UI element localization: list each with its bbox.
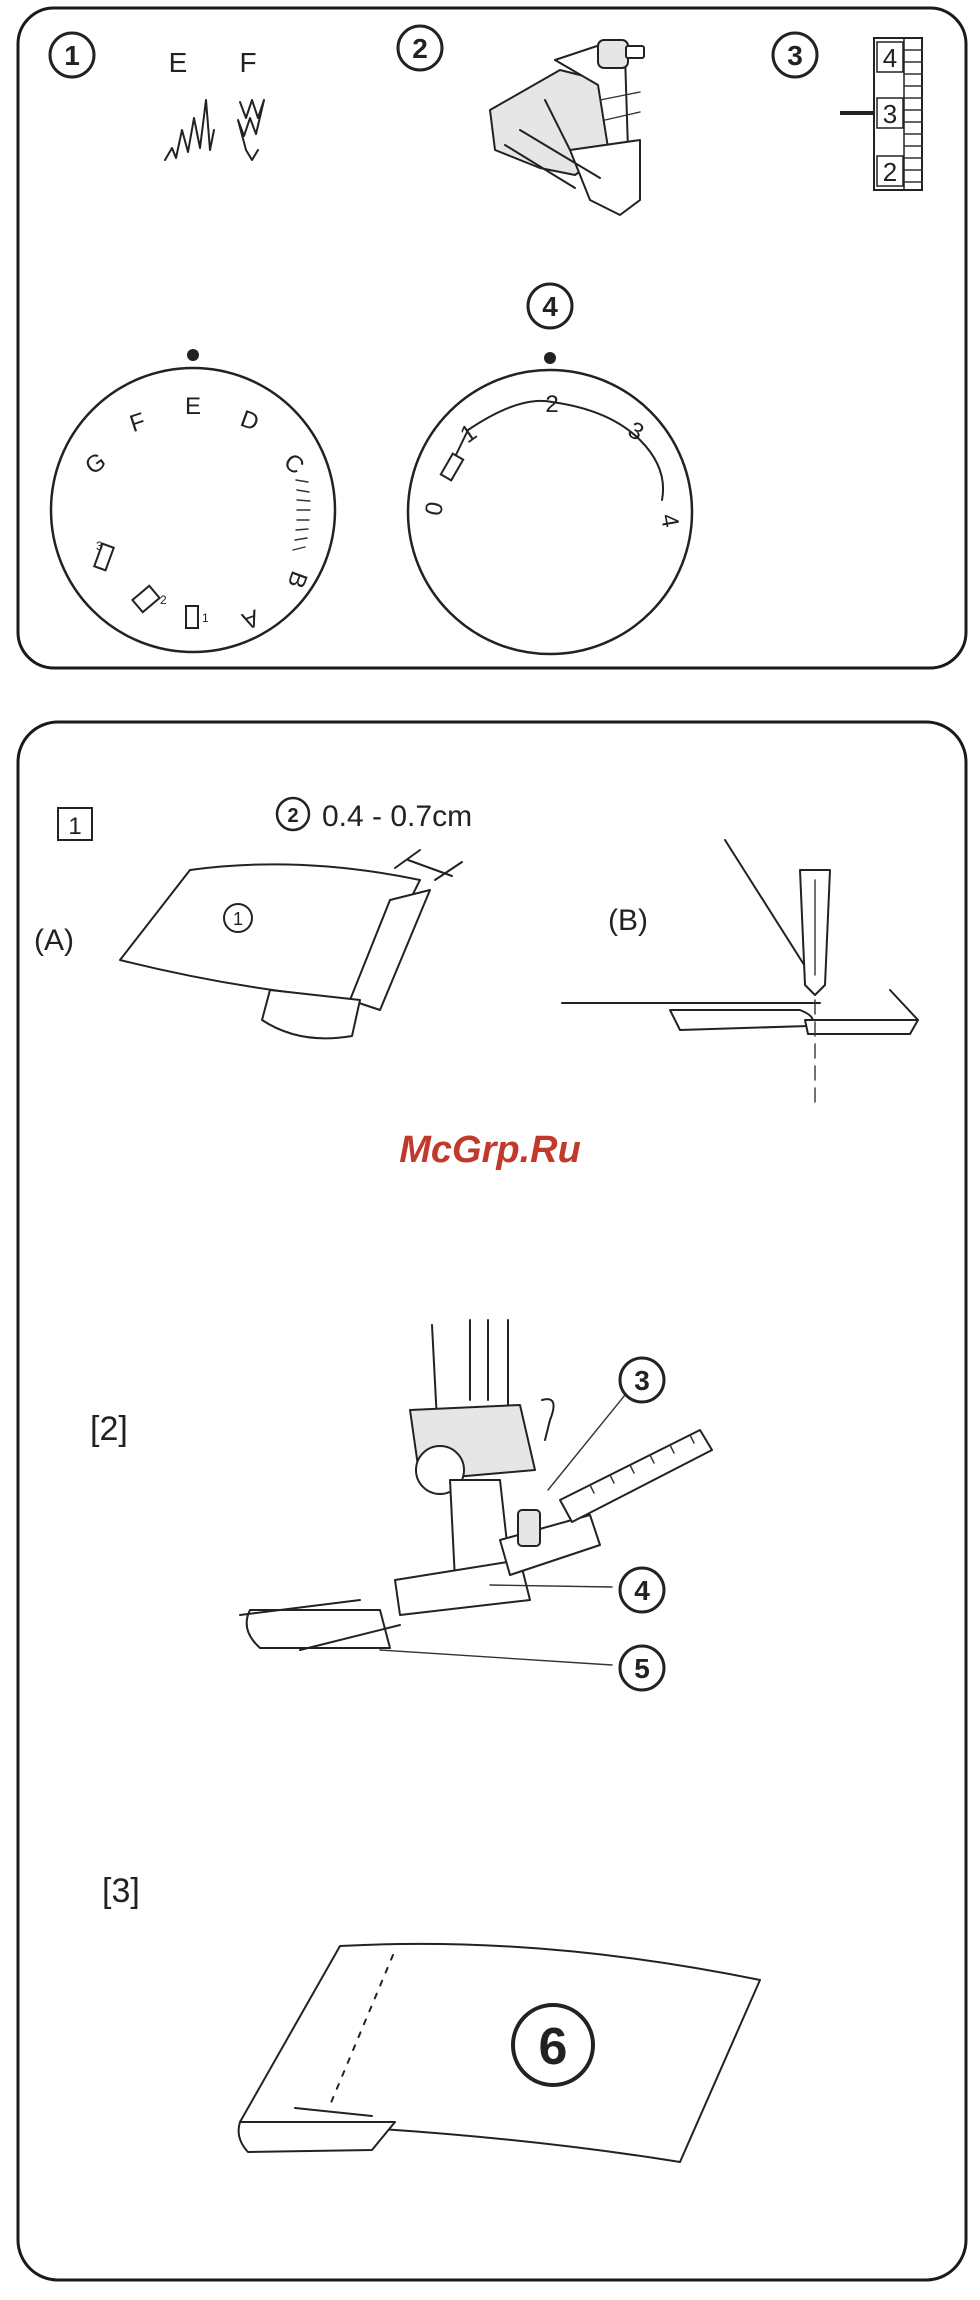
svg-text:1: 1: [202, 611, 209, 625]
label-a: (A): [34, 924, 74, 957]
svg-text:2: 2: [883, 157, 897, 187]
svg-text:0.4 - 0.7cm: 0.4 - 0.7cm: [322, 800, 472, 833]
svg-text:1: 1: [233, 909, 243, 929]
svg-text:2: 2: [287, 805, 298, 827]
dial-number-2: 2: [545, 391, 558, 418]
svg-text:4: 4: [883, 43, 897, 73]
svg-text:2: 2: [160, 593, 167, 607]
dial-indicator-dot: [544, 352, 556, 364]
svg-text:3: 3: [634, 1365, 650, 1396]
callout-6: 6: [539, 2018, 568, 2076]
step-1-label: 1: [58, 808, 92, 840]
dial-letter-e: E: [185, 393, 201, 420]
svg-text:3: 3: [787, 40, 803, 71]
svg-text:1: 1: [64, 40, 80, 71]
step-3-label: [3]: [102, 1872, 140, 1910]
svg-text:1: 1: [68, 813, 81, 840]
svg-text:4: 4: [634, 1575, 650, 1606]
svg-text:4: 4: [542, 291, 558, 322]
label-b: (B): [608, 904, 648, 937]
svg-text:2: 2: [412, 33, 428, 64]
watermark-text: McGrp.Ru: [399, 1129, 581, 1171]
svg-text:3: 3: [96, 539, 103, 553]
svg-text:5: 5: [634, 1653, 650, 1684]
dial-indicator-dot: [187, 349, 199, 361]
step-2-label: [2]: [90, 1410, 128, 1448]
stitch-letter-e: E: [169, 47, 188, 78]
svg-text:3: 3: [883, 99, 897, 129]
stitch-letter-f: F: [239, 47, 256, 78]
